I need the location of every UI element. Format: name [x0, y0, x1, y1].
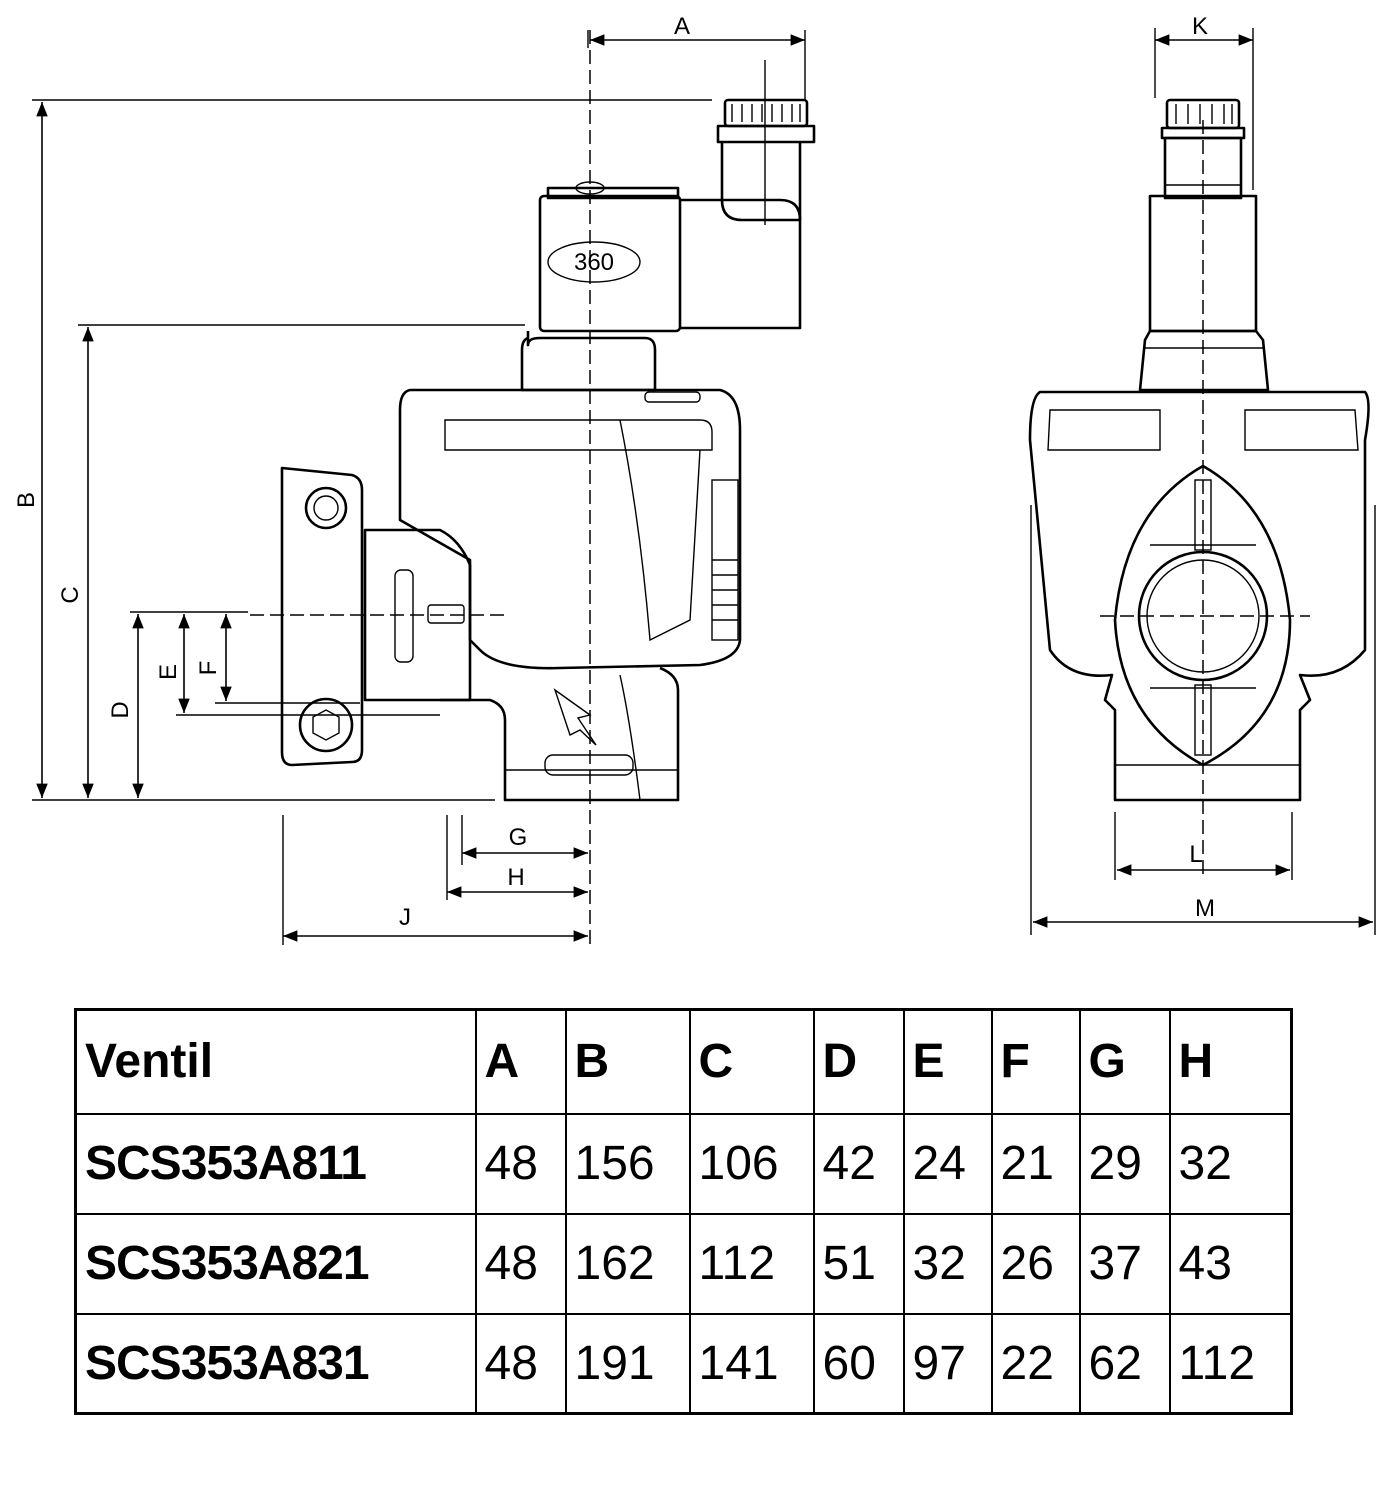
table-cell: 97: [902, 1312, 993, 1415]
header-cell-e: E: [902, 1008, 993, 1115]
table-row: SCS353A821 48 162 112 51 32 26 37 43: [74, 1212, 1293, 1315]
table-cell: 112: [1168, 1312, 1293, 1415]
side-view: 360: [13, 13, 816, 945]
dim-label-h: H: [507, 864, 524, 891]
dim-label-j: J: [399, 904, 411, 931]
rotation-badge-label: 360: [574, 249, 614, 276]
valve-dimension-drawing: 360: [13, 13, 1376, 945]
table-cell: 48: [474, 1312, 567, 1415]
dim-label-l: L: [1189, 841, 1202, 868]
table-cell: 32: [902, 1212, 993, 1315]
header-cell-f: F: [990, 1008, 1081, 1115]
dim-label-m: M: [1195, 895, 1215, 922]
dim-label-b: B: [13, 492, 40, 508]
table-cell: 32: [1168, 1112, 1293, 1215]
table-cell: 26: [990, 1212, 1081, 1315]
table-cell: 162: [564, 1212, 691, 1315]
dim-label-e: E: [155, 664, 182, 680]
table-cell: 51: [812, 1212, 905, 1315]
table-cell: 60: [812, 1312, 905, 1415]
header-cell-b: B: [564, 1008, 691, 1115]
header-cell-c: C: [688, 1008, 815, 1115]
dim-label-c: C: [57, 586, 84, 603]
table-cell: 37: [1078, 1212, 1171, 1315]
header-cell-a: A: [474, 1008, 567, 1115]
table-cell: 42: [812, 1112, 905, 1215]
table-row: SCS353A811 48 156 106 42 24 21 29 32: [74, 1112, 1293, 1215]
front-view: K L M: [1028, 13, 1376, 935]
table-cell: 24: [902, 1112, 993, 1215]
table-cell: 48: [474, 1112, 567, 1215]
dim-label-d: D: [107, 701, 134, 718]
table-header-row: Ventil A B C D E F G H: [74, 1008, 1293, 1115]
table-cell: 21: [990, 1112, 1081, 1215]
table-cell: 62: [1078, 1312, 1171, 1415]
table-row: SCS353A831 48 191 141 60 97 22 62 112: [74, 1312, 1293, 1415]
valve-name-cell: SCS353A831: [74, 1312, 477, 1415]
dim-label-a: A: [674, 13, 690, 40]
header-cell-h: H: [1168, 1008, 1293, 1115]
dim-label-f: F: [195, 661, 222, 676]
valve-name-cell: SCS353A811: [74, 1112, 477, 1215]
valve-name-cell: SCS353A821: [74, 1212, 477, 1315]
table-cell: 48: [474, 1212, 567, 1315]
dimension-table-wrapper: Ventil A B C D E F G H SCS353A811 48 156…: [74, 1008, 1293, 1415]
table-cell: 141: [688, 1312, 815, 1415]
header-cell-d: D: [812, 1008, 905, 1115]
table-cell: 29: [1078, 1112, 1171, 1215]
header-cell-g: G: [1078, 1008, 1171, 1115]
dim-label-g: G: [509, 824, 528, 851]
header-cell-ventil: Ventil: [74, 1008, 477, 1115]
table-cell: 156: [564, 1112, 691, 1215]
table-cell: 43: [1168, 1212, 1293, 1315]
table-cell: 112: [688, 1212, 815, 1315]
table-cell: 22: [990, 1312, 1081, 1415]
dimension-table: Ventil A B C D E F G H SCS353A811 48 156…: [74, 1008, 1293, 1415]
table-cell: 191: [564, 1312, 691, 1415]
dim-label-k: K: [1192, 13, 1208, 40]
table-cell: 106: [688, 1112, 815, 1215]
